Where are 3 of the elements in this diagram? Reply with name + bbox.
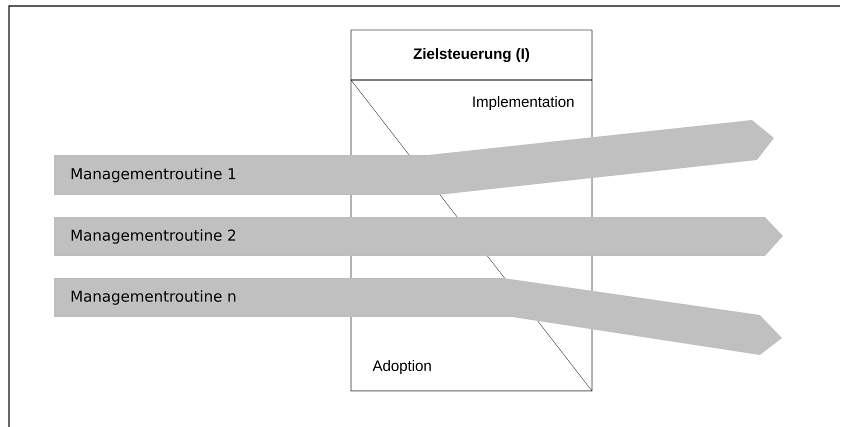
arrow-band: Managementroutine n	[54, 278, 782, 355]
arrow-band: Managementroutine 2	[54, 217, 783, 256]
arrow-band: Managementroutine 1	[54, 120, 774, 195]
